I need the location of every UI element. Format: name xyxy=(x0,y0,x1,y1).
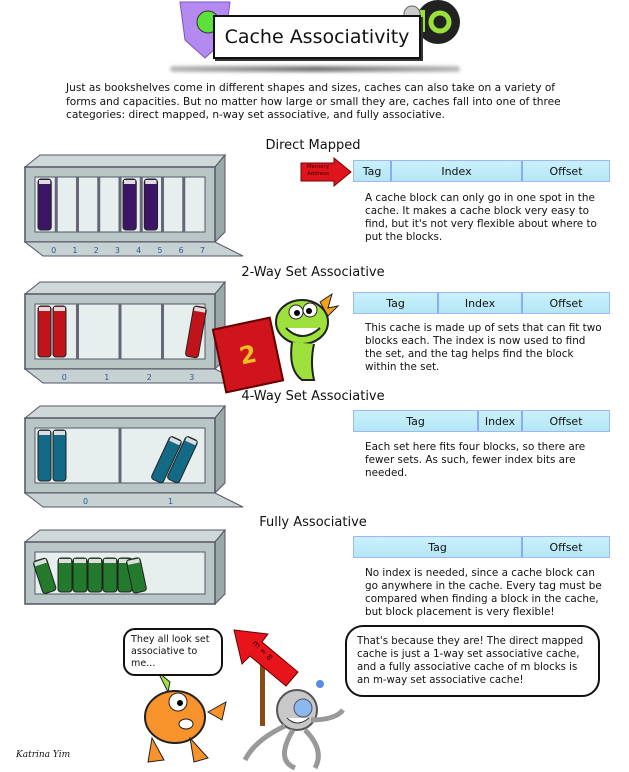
slot-label: 4 xyxy=(136,246,141,255)
slot-label: 0 xyxy=(51,246,56,255)
shelf-ledge xyxy=(23,492,244,508)
speech-bubble-right: That's because they are! The direct mapp… xyxy=(345,625,600,697)
book xyxy=(37,305,52,358)
field-tag: Tag xyxy=(354,411,479,431)
field-offset: Offset xyxy=(549,414,583,428)
slot-label: 1 xyxy=(168,497,173,506)
robot-character-illustration xyxy=(242,680,345,770)
green-dragon-illustration xyxy=(275,292,340,381)
slot-label: 3 xyxy=(115,246,120,255)
shelf-top xyxy=(23,529,227,543)
book xyxy=(52,429,67,482)
slot-label: 2 xyxy=(147,373,152,382)
field-tag: Tag xyxy=(354,161,392,181)
book xyxy=(33,557,57,594)
memory-address-arrow: Memory Address xyxy=(300,157,352,187)
book xyxy=(185,305,207,359)
signature: Katrina Yim xyxy=(16,750,71,760)
shelf-top xyxy=(23,154,227,168)
field-index: Index xyxy=(392,161,523,181)
description-2-way: This cache is made up of sets that can f… xyxy=(365,322,602,373)
shelf-side xyxy=(214,404,226,495)
description-direct-mapped: A cache block can only go in one spot in… xyxy=(365,192,597,243)
shelf-side xyxy=(214,528,226,606)
shelf-ledge xyxy=(23,241,244,257)
memory-address-label: Memory Address xyxy=(306,164,330,177)
shelf-ledge xyxy=(23,368,244,384)
book-label: 2 xyxy=(236,339,260,371)
field-offset: Offset xyxy=(549,540,583,554)
book xyxy=(87,557,103,593)
book xyxy=(102,557,118,593)
book xyxy=(37,429,52,482)
description-fully-associative: No index is needed, since a cache block … xyxy=(365,567,602,618)
book xyxy=(122,178,137,231)
slot-label: 0 xyxy=(62,373,67,382)
section-title-direct-mapped: Direct Mapped xyxy=(265,138,361,153)
slot-label: 1 xyxy=(72,246,77,255)
slot-label: 6 xyxy=(179,246,184,255)
address-fields-4-way: Tag Index Offset xyxy=(353,410,610,432)
slot-label: 0 xyxy=(83,497,88,506)
field-index: Index xyxy=(479,411,523,431)
speech-bubble-left: They all look set associative to me... xyxy=(123,628,223,676)
arrow-sign-icon xyxy=(233,629,299,687)
sign-illustration: m = 8 xyxy=(232,628,307,728)
bookshelf-direct-mapped: 0 1 2 3 4 5 6 7 xyxy=(23,153,244,257)
shelf-top xyxy=(23,281,227,295)
address-fields-fully-associative: Tag Offset xyxy=(353,536,610,558)
book xyxy=(57,557,73,593)
page-title: Cache Associativity xyxy=(213,15,421,59)
field-offset: Offset xyxy=(549,296,583,310)
address-fields-direct-mapped: Tag Index Offset xyxy=(353,160,610,182)
description-4-way: Each set here fits four blocks, so there… xyxy=(365,441,586,479)
field-offset: Offset xyxy=(549,164,583,178)
book xyxy=(37,178,52,231)
slot-label: 3 xyxy=(189,373,194,382)
book xyxy=(52,305,67,358)
book xyxy=(72,557,88,593)
field-tag: Tag xyxy=(354,293,439,313)
arrow-right-icon xyxy=(300,157,352,187)
bookshelf-fully-associative xyxy=(23,528,227,606)
section-title-fully-associative: Fully Associative xyxy=(259,515,367,530)
orange-creature-illustration xyxy=(144,672,227,763)
section-title-2-way: 2-Way Set Associative xyxy=(241,265,385,280)
slot-label: 5 xyxy=(157,246,162,255)
shelf-top xyxy=(23,405,227,419)
field-tag: Tag xyxy=(354,537,523,557)
shelf-side xyxy=(214,153,226,244)
slot-label: 2 xyxy=(94,246,99,255)
address-fields-2-way: Tag Index Offset xyxy=(353,292,610,314)
field-index: Index xyxy=(439,293,523,313)
book xyxy=(126,557,147,594)
slot-label: 7 xyxy=(200,246,205,255)
book xyxy=(151,436,182,484)
title-shadow xyxy=(170,66,460,72)
bookshelf-2-way: 0 1 2 3 xyxy=(23,280,244,384)
book xyxy=(167,436,198,484)
slot-label: 1 xyxy=(104,373,109,382)
intro-text: Just as bookshelves come in different sh… xyxy=(66,82,561,121)
book xyxy=(143,178,158,231)
section-title-4-way: 4-Way Set Associative xyxy=(241,389,385,404)
